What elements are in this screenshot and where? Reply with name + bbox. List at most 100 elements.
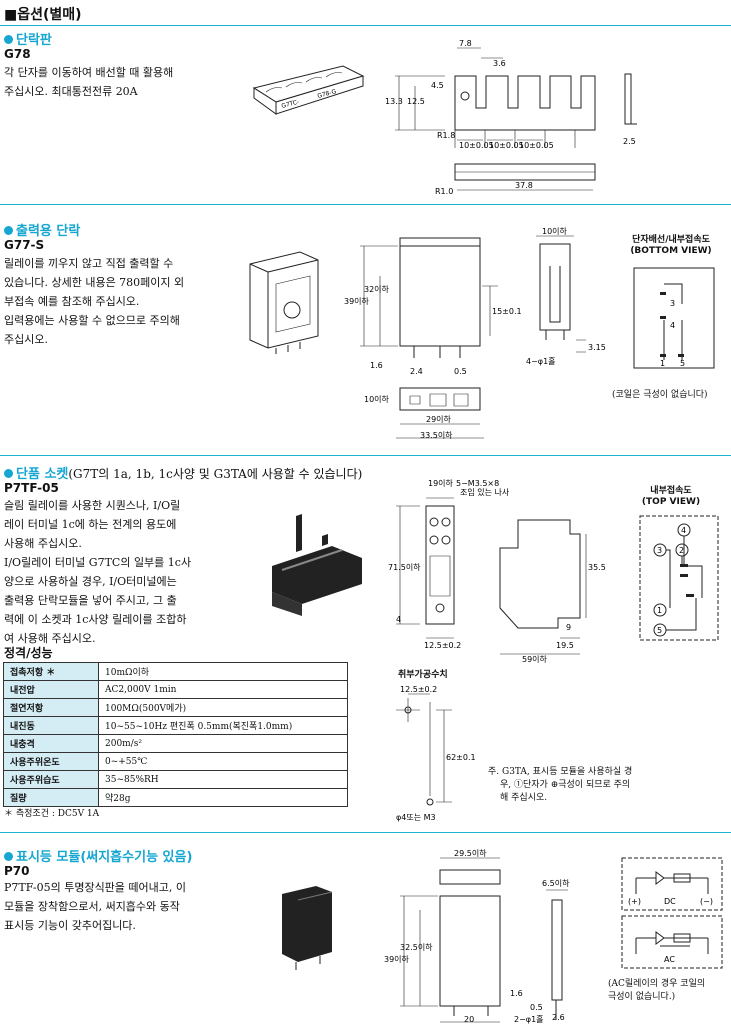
table-row: 접촉저항 ＊10mΩ이하	[3, 662, 348, 681]
g77s-dim-0-5: 0.5	[454, 367, 467, 376]
top-pin-5: 5	[657, 626, 662, 635]
top-view-heading: 내부접속도 (TOP VIEW)	[641, 486, 701, 507]
p7-dim-screws: 5−M3.5×8	[456, 479, 499, 488]
bottom-view-diagram: 3 4 1 5	[633, 267, 715, 369]
p7-dim-19-5: 19.5	[556, 641, 574, 650]
p7-dim-9: 9	[566, 623, 571, 632]
mount-heading: 취부가공수치	[398, 670, 448, 680]
g3ta-note: 주. G3TA, 표시등 모듈을 사용하실 경 우, ①단자가 ⊕극성이 되므로…	[488, 767, 633, 803]
p7-dim-4: 4	[396, 615, 401, 624]
model-p70: P70	[4, 864, 30, 878]
p70-circuit-diagram: (+) DC (−) AC	[621, 857, 723, 969]
desc-p70: P7TF-05의 투명장식판을 떼어내고, 이 모듈을 장착함으로서, 써지흡수…	[4, 881, 187, 932]
g78-part-text-1: G7TC-	[281, 98, 300, 109]
p70-dim-29-5: 29.5이하	[454, 848, 487, 858]
mount-diagram: 12.5±0.2 62±0.1 φ4또는 M3	[396, 685, 476, 822]
p7-dim-19: 19이하	[428, 478, 454, 488]
g78-dim-12-5: 12.5	[407, 97, 425, 106]
p70-dim-6-5: 6.5이하	[542, 878, 570, 888]
g77s-dim-33-5: 33.5이하	[420, 430, 453, 440]
bottom-pin-1: 1	[660, 359, 665, 368]
section-title-p7tf05: 단품 소켓(G7T의 1a, 1b, 1c사양 및 G3TA에 사용할 수 있습…	[4, 463, 362, 482]
page-header: ■옵션(별매)	[0, 0, 731, 24]
g78-dim-7-8: 7.8	[459, 39, 472, 48]
bottom-view-note: (코일은 극성이 없습니다)	[612, 390, 708, 400]
mount-dim-62: 62±0.1	[446, 753, 476, 762]
p70-dim-holes: 2−φ1홀	[514, 1014, 544, 1024]
bottom-pin-4: 4	[670, 321, 675, 330]
top-pin-2: 2	[679, 546, 684, 555]
p70-product-image	[282, 886, 333, 970]
g77s-dim-39: 39이하	[344, 296, 370, 306]
top-view-diagram: 4 3 2 1 5	[639, 515, 719, 641]
bullet-icon	[4, 226, 13, 235]
g78-part-text-2: G78-G	[317, 88, 338, 100]
model-g78: G78	[4, 47, 31, 61]
mount-dim-12-5: 12.5±0.2	[400, 685, 437, 694]
section-title-g78: 단락판	[4, 29, 52, 48]
p7-dim-35-5: 35.5	[588, 563, 606, 572]
section-divider	[0, 455, 731, 456]
top-pin-3: 3	[657, 546, 662, 555]
g78-dim-r1-8: R1.8	[437, 131, 455, 140]
g78-dim-r1-0: R1.0	[435, 187, 453, 196]
g77s-dim-32: 32이하	[364, 284, 390, 294]
g78-dim-37-8: 37.8	[515, 181, 533, 190]
desc-g78: 각 단자를 이동하여 배선할 때 활용해 주십시오. 최대통전전류 20A	[4, 66, 174, 98]
desc-g77s: 릴레이를 끼우지 않고 직접 출력할 수 있습니다. 상세한 내용은 780페이…	[4, 257, 185, 346]
p70-dim-20: 20	[464, 1015, 474, 1024]
page-title: ■옵션(별매)	[4, 7, 82, 23]
circuit-ac: AC	[664, 955, 675, 964]
bottom-pin-5: 5	[680, 359, 685, 368]
g78-dim-pitch-2: 10±0.05	[489, 141, 524, 150]
mount-dim-hole: φ4또는 M3	[396, 813, 436, 822]
p70-dimension-drawing: 29.5이하 6.5이하 32.5이하 39이하 1.6 0.5 20 2−φ1…	[384, 848, 570, 1024]
p7-dim-59: 59이하	[522, 654, 548, 664]
g77s-product-image	[249, 251, 319, 354]
g77s-dim-2-4: 2.4	[410, 367, 423, 376]
p7-dim-71-5: 71.5이하	[388, 562, 421, 572]
p70-dim-32-5: 32.5이하	[400, 942, 433, 952]
g78-dim-2-5: 2.5	[623, 137, 636, 146]
p7tf05-product-image	[272, 514, 362, 616]
top-pin-4: 4	[681, 526, 686, 535]
model-g77s: G77-S	[4, 238, 45, 252]
top-pin-1: 1	[657, 606, 662, 615]
g78-dim-4-5: 4.5	[431, 81, 444, 90]
spec-footnote: ＊ 측정조건 : DC5V 1A	[4, 809, 100, 819]
section-divider	[0, 204, 731, 205]
p7-dim-12-5: 12.5±0.2	[424, 641, 461, 650]
g78-dim-pitch-3: 10±0.05	[519, 141, 554, 150]
circuit-dc: DC	[664, 897, 676, 906]
section-title-g77s: 출력용 단락	[4, 220, 80, 239]
g77s-dim-10-side: 10이하	[364, 394, 390, 404]
circuit-minus: (−)	[700, 897, 713, 906]
spec-title: 정격/성능	[4, 646, 53, 660]
g77s-dim-15: 15±0.1	[492, 307, 522, 316]
p7-dim-screws-note: 조임 있는 나사	[460, 487, 510, 497]
p70-dim-1-6: 1.6	[510, 989, 523, 998]
g78-dim-3-6: 3.6	[493, 59, 506, 68]
p70-dim-39: 39이하	[384, 954, 410, 964]
g78-product-image: G7TC- G78-G	[252, 65, 365, 115]
p70-dim-2-6: 2.6	[552, 1013, 565, 1022]
model-p7tf05: P7TF-05	[4, 481, 59, 495]
bullet-icon	[4, 852, 13, 861]
p7tf05-dimension-drawing: 19이하 5−M3.5×8 조임 있는 나사 71.5이하 4 12.5±0.2…	[388, 478, 606, 664]
section-divider	[0, 25, 731, 26]
g78-dimension-drawing: 7.8 3.6 4.5 13.3 12.5 R1.8 10±0.05 10±0.…	[385, 39, 637, 196]
circuit-plus: (+)	[628, 897, 641, 906]
circuit-note: (AC릴레이의 경우 코일의 극성이 없습니다.)	[608, 979, 706, 1002]
section-divider	[0, 832, 731, 833]
bullet-icon	[4, 35, 13, 44]
g77s-dim-holes: 4−φ1홀	[526, 356, 556, 366]
g77s-dim-10-top: 10이하	[542, 226, 568, 236]
g77s-dim-29: 29이하	[426, 414, 452, 424]
p70-dim-0-5: 0.5	[530, 1003, 543, 1012]
